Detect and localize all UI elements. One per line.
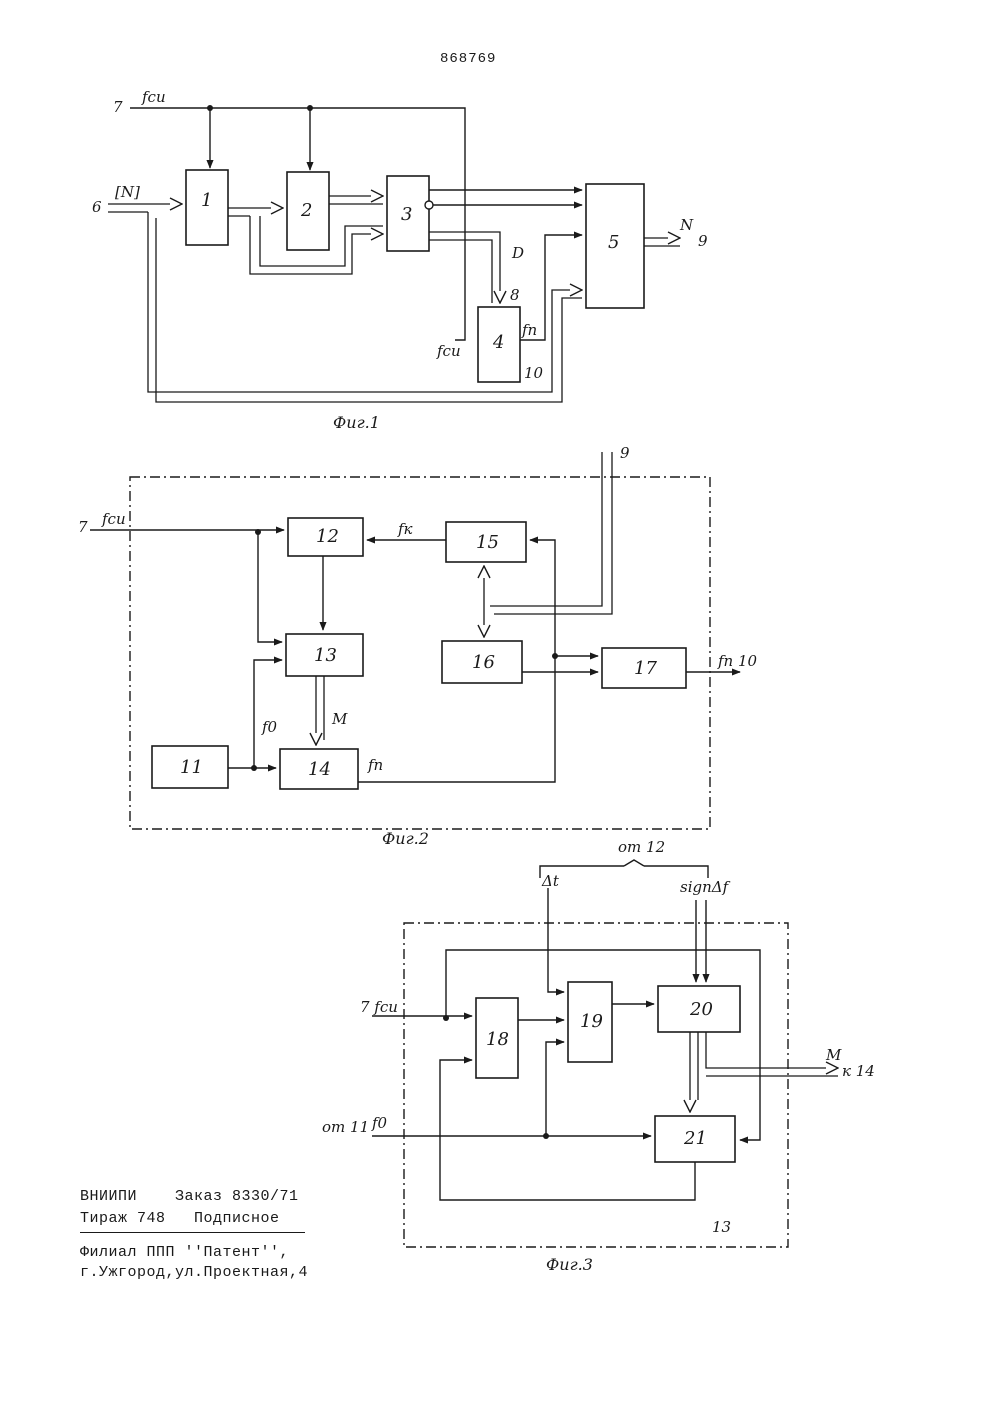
fig1-fsi-block4-label: fси xyxy=(436,342,461,360)
fig1-n-bus-label: [N] xyxy=(115,183,140,201)
figure-1: 1 2 3 4 5 7 fси 6 [N] N 9 D 8 fси fп 10 … xyxy=(92,88,708,432)
fig1-block-1-label: 1 xyxy=(201,190,212,211)
fig2-fk-label: fк xyxy=(397,520,413,538)
fig1-fp-label: fп xyxy=(521,321,537,339)
document-number: 868769 xyxy=(440,51,496,67)
fig3-ot11-label: от 11 xyxy=(322,1118,369,1136)
fig1-output-n-label: N xyxy=(679,216,694,234)
fig2-block-12-label: 12 xyxy=(316,526,339,547)
fig3-f0-label: f0 xyxy=(371,1114,388,1132)
fig3-input-7-fsi-label: 7 fси xyxy=(360,998,398,1016)
fig2-block-13-label: 13 xyxy=(314,645,337,666)
footer-branch-line: Филиал ППП ''Патент'', xyxy=(80,1244,289,1262)
figure-2: 12 13 14 11 15 16 17 7 fси 9 fк fп 10 f0… xyxy=(78,444,758,848)
fig1-d-label: D xyxy=(511,244,524,262)
fig2-caption: Фиг.2 xyxy=(382,829,429,848)
fig1-block-2-label: 2 xyxy=(300,200,312,221)
fig3-ot12-label: от 12 xyxy=(618,838,665,856)
footer-order-line: ВНИИПИ Заказ 8330/71 xyxy=(80,1188,299,1206)
footer-print-run-line: Тираж 748 Подписное xyxy=(80,1210,280,1228)
fig1-block-3-label: 3 xyxy=(401,204,412,225)
figure-3: 18 19 20 21 от 12 Δt signΔf 7 fси от 11 … xyxy=(322,838,875,1274)
fig2-fp-label: fп xyxy=(367,756,383,774)
fig3-caption: Фиг.3 xyxy=(546,1255,593,1274)
fig1-input-7-label: 7 xyxy=(113,98,123,116)
fig2-block-11-label: 11 xyxy=(180,757,203,778)
fig2-block-15-label: 15 xyxy=(476,532,499,553)
fig3-block-21-label: 21 xyxy=(683,1128,707,1149)
fig2-block-14-label: 14 xyxy=(308,759,331,780)
footer-address-line: г.Ужгород,ул.Проектная,4 xyxy=(80,1264,308,1282)
fig3-m-label: М xyxy=(825,1046,842,1064)
fig2-fp10-label: fп 10 xyxy=(717,652,758,670)
fig1-block-4-label: 4 xyxy=(492,332,504,353)
fig3-signdf-label: signΔf xyxy=(680,878,731,896)
fig1-fsi-label: fси xyxy=(141,88,166,106)
footer-divider xyxy=(80,1232,305,1233)
fig2-fsi-label: fси xyxy=(101,510,126,528)
fig1-output-9-label: 9 xyxy=(698,232,708,250)
fig2-input-9-label: 9 xyxy=(620,444,630,462)
fig3-block-19-label: 19 xyxy=(580,1011,603,1032)
fig1-8-label: 8 xyxy=(510,286,520,304)
fig2-block-17-label: 17 xyxy=(634,658,657,679)
fig3-k14-label: к 14 xyxy=(842,1062,875,1080)
fig2-f0-label: f0 xyxy=(261,718,278,736)
fig2-input-7-label: 7 xyxy=(78,518,88,536)
fig3-13-label: 13 xyxy=(712,1218,731,1236)
fig2-block-16-label: 16 xyxy=(472,652,495,673)
fig1-caption: Фиг.1 xyxy=(333,413,380,432)
fig1-input-6-label: 6 xyxy=(92,198,102,216)
fig2-m-label: М xyxy=(331,710,348,728)
fig1-10-label: 10 xyxy=(524,364,544,382)
fig3-dt-label: Δt xyxy=(541,872,560,890)
fig1-block-5-label: 5 xyxy=(608,232,619,253)
fig3-block-18-label: 18 xyxy=(486,1029,509,1050)
fig3-block-20-label: 20 xyxy=(689,999,713,1020)
